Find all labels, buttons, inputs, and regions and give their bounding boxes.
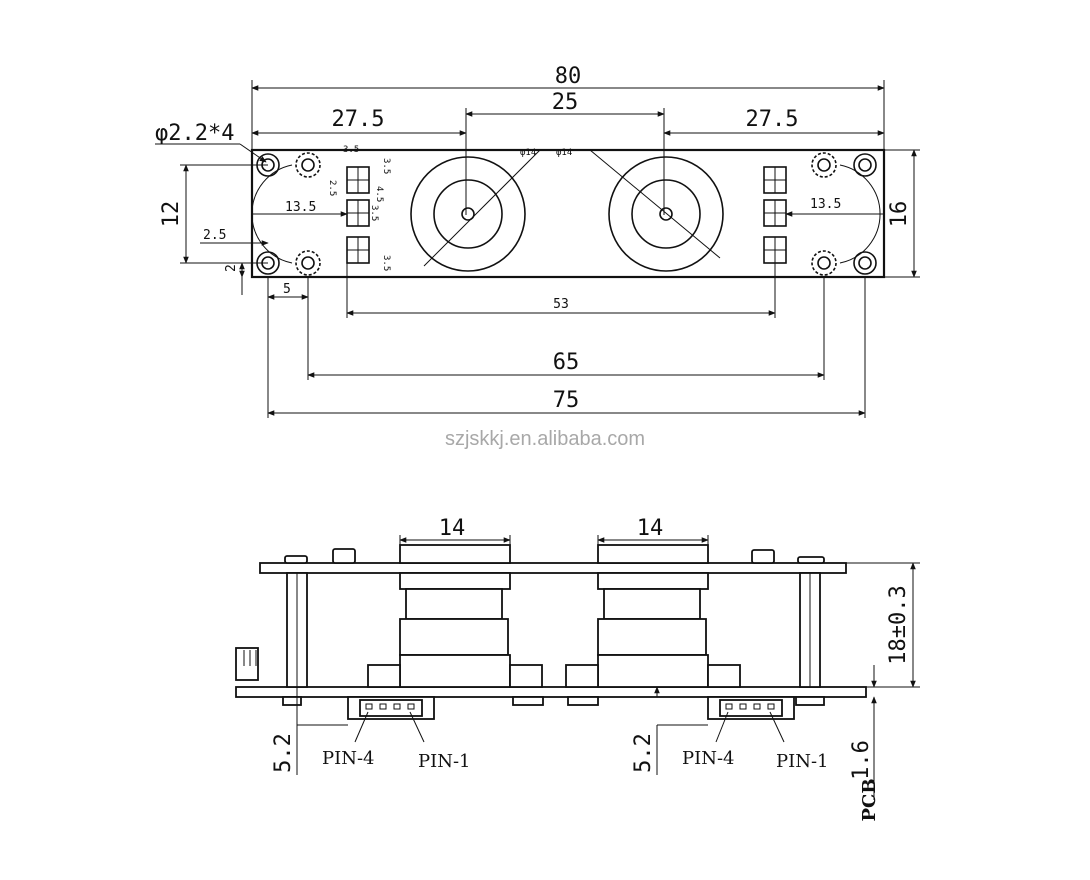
pitch-c: 3.5	[381, 158, 391, 174]
watermark: szjskkj.en.alibaba.com	[445, 428, 645, 450]
connector-pads-left	[346, 166, 370, 264]
mount-holes	[256, 153, 877, 275]
dim-outer-span: 75	[553, 388, 580, 413]
dim-edge-y: 2	[224, 264, 239, 272]
pitch-f: 4.5	[374, 186, 384, 202]
pin1-left: PIN-1	[418, 751, 471, 772]
dim-inner-right: 13.5	[810, 197, 841, 212]
dim-lens-width-right: 14	[637, 516, 664, 541]
dim-standoff-right: 5.2	[631, 733, 656, 773]
dim-standoff-left: 5.2	[271, 733, 296, 773]
dim-total-height: 18±0.3	[886, 585, 911, 664]
pcb-label: PCB	[859, 778, 880, 821]
dim-inner-left: 13.5	[285, 200, 316, 215]
pitch-b: 2.5	[327, 180, 337, 196]
dim-pcb-thickness: 1.6	[849, 740, 874, 780]
bottom-connector-right	[707, 696, 795, 720]
lens-left-top	[410, 149, 541, 272]
dim-left-offset: 27.5	[332, 107, 385, 132]
hole-callout: φ2.2*4	[155, 121, 234, 146]
pin4-right: PIN-4	[682, 748, 735, 769]
dim-lens-width-left: 14	[439, 516, 466, 541]
pin1-right: PIN-1	[776, 751, 829, 772]
connector-pads-right	[763, 166, 787, 264]
lens-diameter-right: φ14	[556, 148, 572, 158]
dim-height-left: 12	[159, 201, 184, 228]
standoff-screws	[295, 152, 837, 276]
lens-stack-left	[367, 544, 543, 688]
dim-hole-spacing: 5	[283, 282, 291, 297]
dim-mount-span: 65	[553, 350, 580, 375]
lens-right-top	[589, 149, 724, 272]
pitch-a: 3.5	[343, 145, 359, 155]
bottom-connector-left	[347, 696, 435, 720]
pitch-e: 3.5	[381, 255, 391, 271]
dim-connector-span: 53	[553, 297, 569, 312]
pin4-left: PIN-4	[322, 748, 375, 769]
dim-right-offset: 27.5	[746, 107, 799, 132]
lens-board	[259, 562, 847, 574]
dim-edge-x: 2.5	[203, 228, 226, 243]
dim-overall-width: 80	[555, 64, 582, 89]
lens-stack-right	[565, 544, 741, 688]
pitch-d: 3.5	[369, 205, 379, 221]
dim-lens-spacing: 25	[552, 90, 579, 115]
lens-diameter-left: φ14	[520, 148, 536, 158]
side-view: 14 14 PIN-4 PIN-1	[235, 516, 920, 822]
top-view: 80 25 27.5 27.5 φ2.2*4	[155, 64, 920, 418]
dim-height-right: 16	[887, 201, 912, 228]
main-pcb	[235, 686, 867, 698]
